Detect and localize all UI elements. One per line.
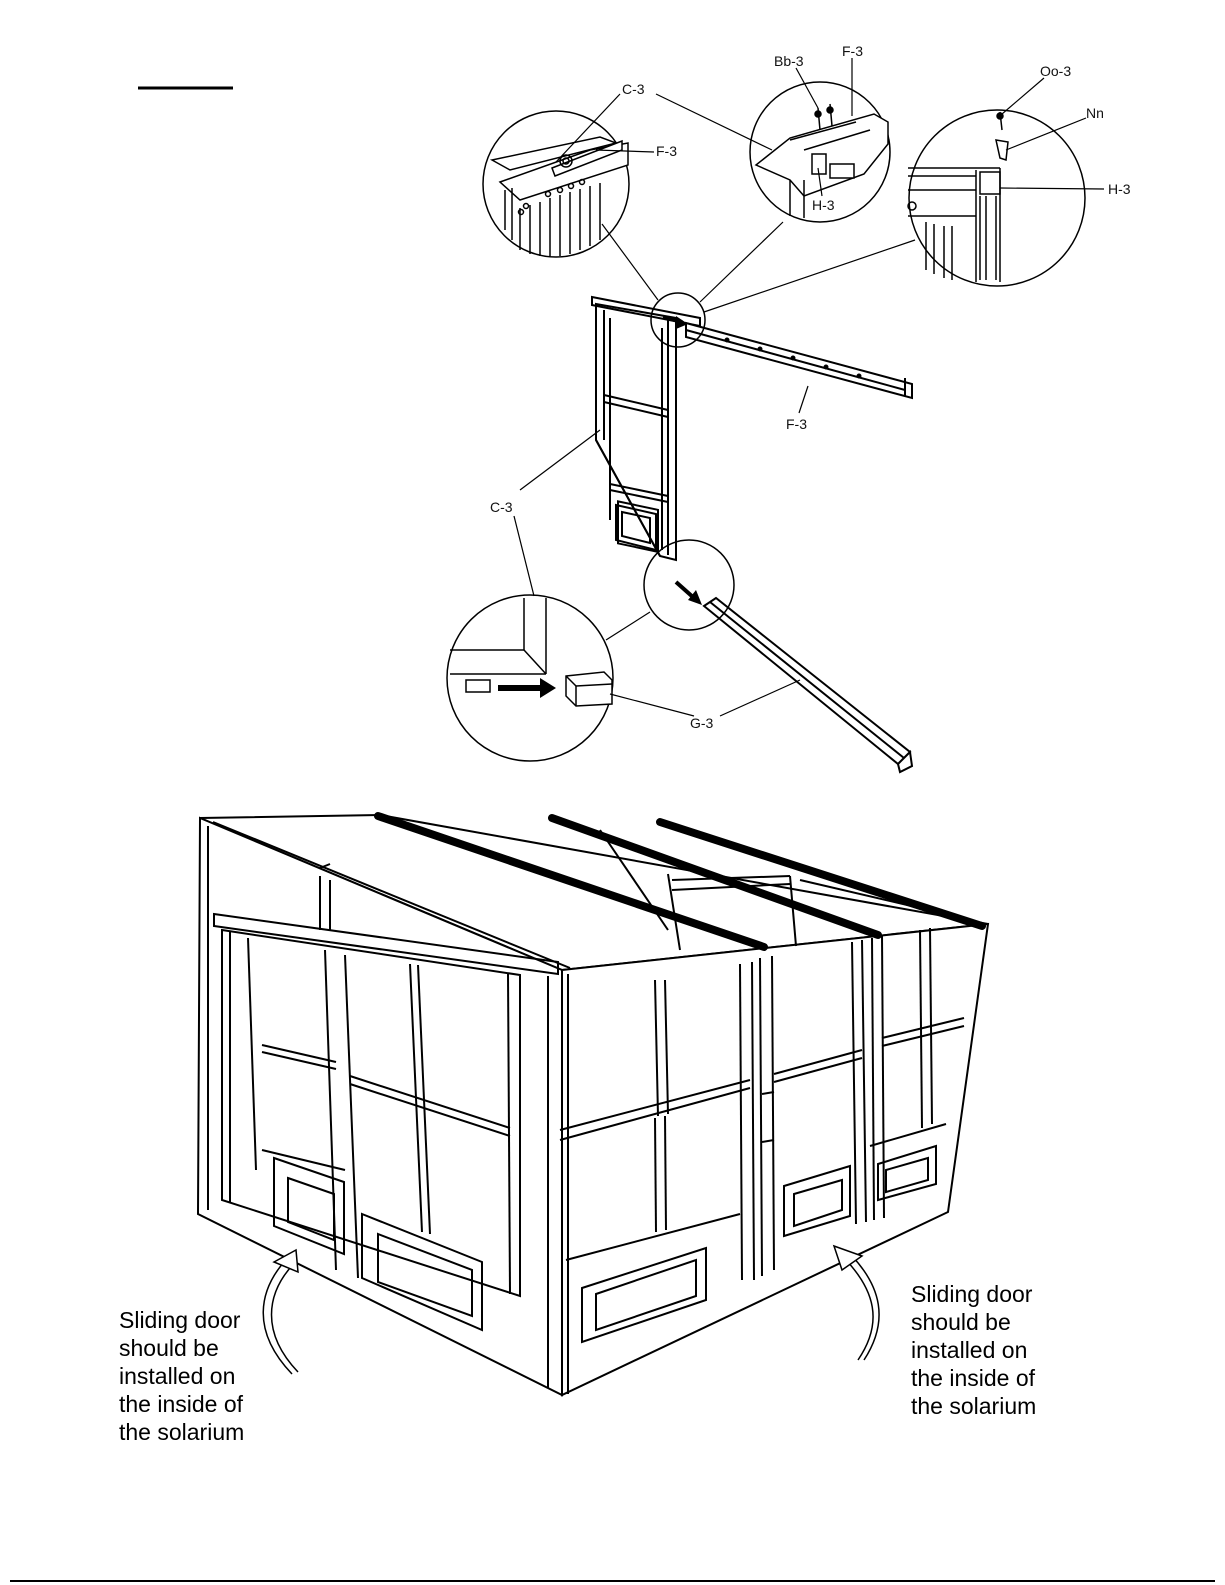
insert-arrow-detail <box>498 678 556 698</box>
zoom-detail-c3-f3 <box>483 111 629 257</box>
focus-circle-bottom <box>644 540 734 630</box>
callout-g3: G-3 <box>690 715 714 731</box>
callout-h3-zoom-mid: H-3 <box>812 197 835 213</box>
callout-f3-zoom-mid: F-3 <box>842 43 863 59</box>
callout-c3-top: C-3 <box>622 81 645 97</box>
footer-rule <box>10 1580 1215 1582</box>
door-panel-c3 <box>592 297 700 560</box>
callout-h3-zoom-right: H-3 <box>1108 181 1131 197</box>
zoom-detail-c3-g3 <box>447 595 613 761</box>
callout-c3-main: C-3 <box>490 499 513 515</box>
callout-bb3: Bb-3 <box>774 53 804 69</box>
callout-nn: Nn <box>1086 105 1104 121</box>
callout-f3-zoom-left: F-3 <box>656 143 677 159</box>
top-track-f3 <box>686 323 912 398</box>
zoom-detail-oo3-nn-h3 <box>908 110 1085 286</box>
insert-arrow-bottom <box>676 582 702 605</box>
callout-oo3: Oo-3 <box>1040 63 1071 79</box>
callout-f3-main: F-3 <box>786 416 807 432</box>
bottom-track-g3 <box>704 598 912 772</box>
curved-arrow-right <box>834 1246 879 1360</box>
sliding-door-note-right: Sliding door should be installed on the … <box>911 1280 1111 1420</box>
zoom-connectors <box>602 222 915 640</box>
sliding-door-note-left: Sliding door should be installed on the … <box>119 1306 319 1446</box>
